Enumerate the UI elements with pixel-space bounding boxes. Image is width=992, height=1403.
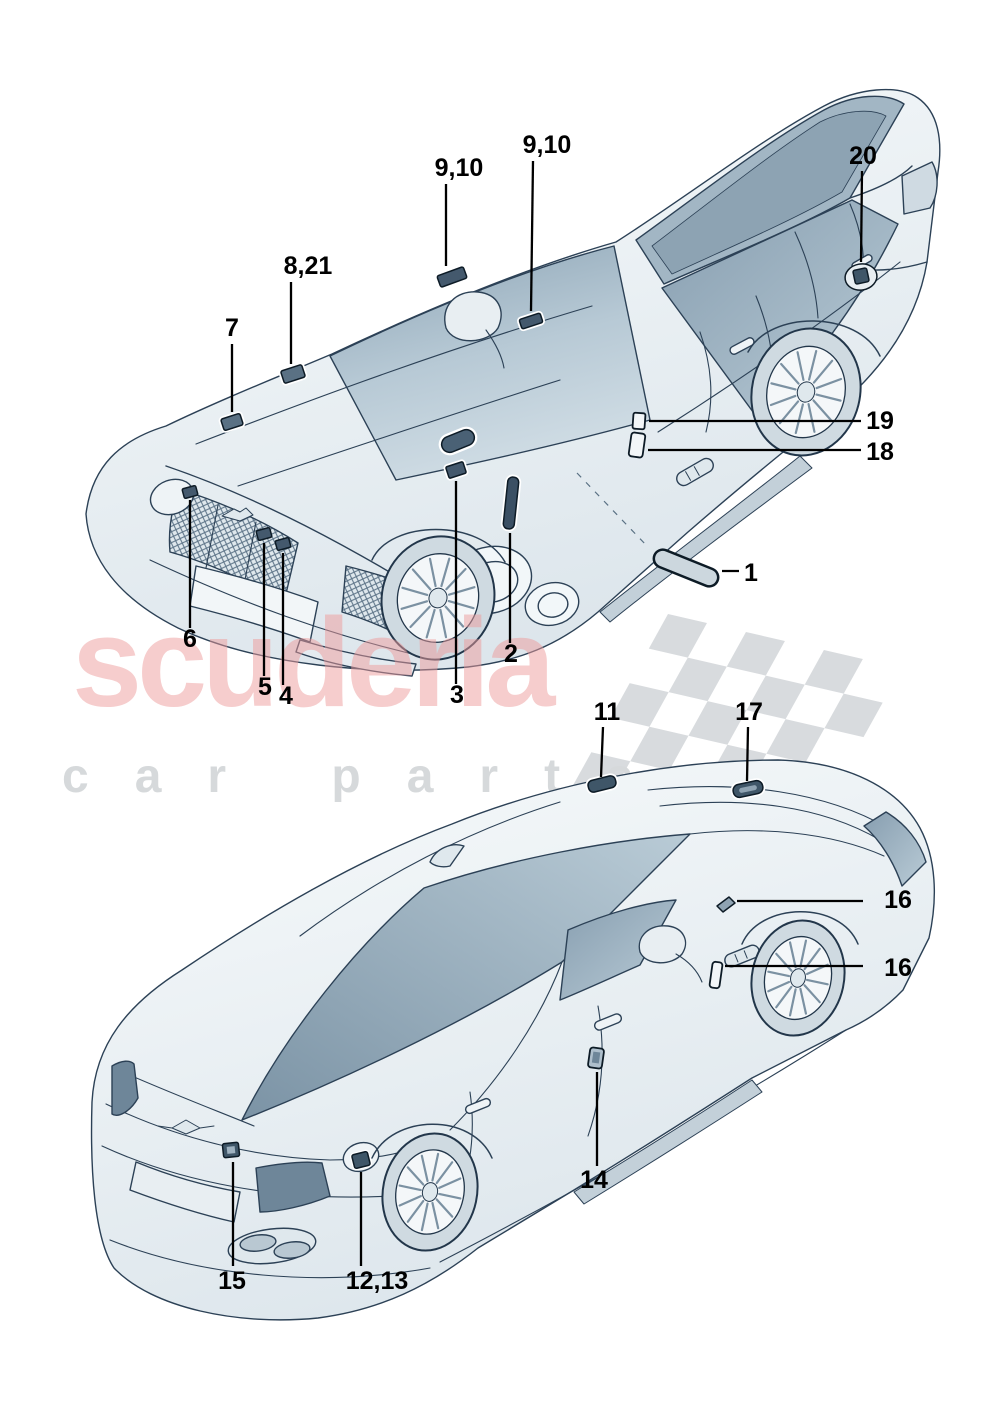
car-top-front-view — [85, 88, 941, 677]
flag-cell — [766, 719, 825, 763]
flag-cell — [726, 631, 785, 676]
callout-label: 17 — [735, 698, 763, 726]
badge-part-11 — [585, 773, 619, 795]
side-mirror — [638, 925, 687, 964]
badge-part-4 — [274, 536, 292, 552]
callout-label: 16 — [884, 886, 912, 914]
callout-label: 14 — [580, 1166, 608, 1194]
badge-part-17 — [730, 778, 766, 800]
badge-part-9-10-b — [517, 310, 545, 332]
callout-label: 16 — [884, 954, 912, 982]
callout-label: 6 — [183, 625, 197, 653]
callout-label: 20 — [849, 142, 877, 170]
callout-label: 9,10 — [523, 131, 572, 159]
badge-part-8-21 — [278, 362, 308, 386]
rear-wheel — [750, 327, 862, 457]
badge-part-5 — [255, 526, 273, 542]
flag-cell — [630, 726, 689, 771]
flag-cell — [648, 614, 707, 658]
hood-emblem — [221, 507, 254, 522]
callout-label: 2 — [504, 640, 518, 668]
callout-line — [859, 170, 864, 263]
callout-label: 3 — [450, 681, 464, 709]
badge-part-2 — [500, 474, 522, 532]
callout-line — [576, 472, 649, 548]
antenna-fin — [429, 844, 465, 868]
front-wheel — [750, 919, 846, 1037]
car-body — [90, 759, 936, 1321]
badge-part-9-10-a — [434, 264, 470, 290]
callout-label: 18 — [866, 438, 894, 466]
callout-label: 5 — [258, 673, 272, 701]
car-bottom-rear-view — [90, 759, 936, 1321]
callout-label: 11 — [594, 698, 621, 726]
badge-part-3 — [443, 459, 469, 481]
taillight-left — [111, 1060, 139, 1116]
callout-line — [529, 160, 535, 312]
callout-label: 19 — [866, 407, 894, 435]
flag-cell — [746, 675, 805, 720]
side-mirror — [444, 291, 502, 342]
rear-wheel — [381, 1132, 479, 1252]
windshield-sliver — [863, 811, 927, 887]
flag-cell — [824, 693, 883, 738]
badge-part-12-13 — [349, 1149, 373, 1171]
sill-shadow — [573, 1079, 763, 1205]
badge-part-6 — [181, 484, 199, 500]
badge-part-7 — [218, 411, 246, 433]
part-badges — [181, 263, 878, 1171]
badge-part-20 — [844, 263, 878, 291]
flag-cell — [804, 649, 863, 694]
flag-cell — [668, 657, 727, 702]
callout-label: 15 — [218, 1267, 246, 1295]
rear-window-glass — [241, 833, 691, 1121]
callout-label: 12,13 — [346, 1267, 409, 1295]
part-1-decal — [652, 548, 720, 588]
door-handle — [464, 1097, 492, 1115]
door-handle — [593, 1013, 623, 1031]
badge-part-18 — [627, 431, 647, 459]
callout-label: 9,10 — [435, 154, 484, 182]
fender-vent — [676, 457, 714, 487]
callout-label: 7 — [225, 314, 239, 342]
taillight-right — [255, 1161, 331, 1213]
badge-part-16-lower — [708, 960, 724, 990]
callout-label: 8,21 — [284, 252, 333, 280]
exhaust-tips — [227, 1227, 317, 1265]
sunroof-inner — [651, 110, 887, 275]
callout-label: 4 — [279, 682, 293, 710]
badge-mirror-oval — [438, 426, 478, 456]
door-handle — [729, 337, 755, 355]
flag-cell — [610, 683, 669, 727]
flag-cell — [688, 701, 747, 745]
badge-part-16-upper — [716, 896, 736, 913]
fog-slot — [295, 639, 417, 677]
trunk-emblem — [157, 1119, 215, 1135]
callout-label: 1 — [744, 559, 758, 587]
callout-line — [599, 726, 605, 778]
fender-vent — [724, 944, 760, 968]
badge-part-15 — [221, 1141, 241, 1159]
badge-part-14 — [587, 1046, 605, 1070]
badge-part-19 — [631, 411, 647, 431]
rear-lamp — [901, 161, 938, 215]
watermark-brand-text: scuderia — [72, 592, 556, 733]
callout-line — [745, 726, 750, 782]
